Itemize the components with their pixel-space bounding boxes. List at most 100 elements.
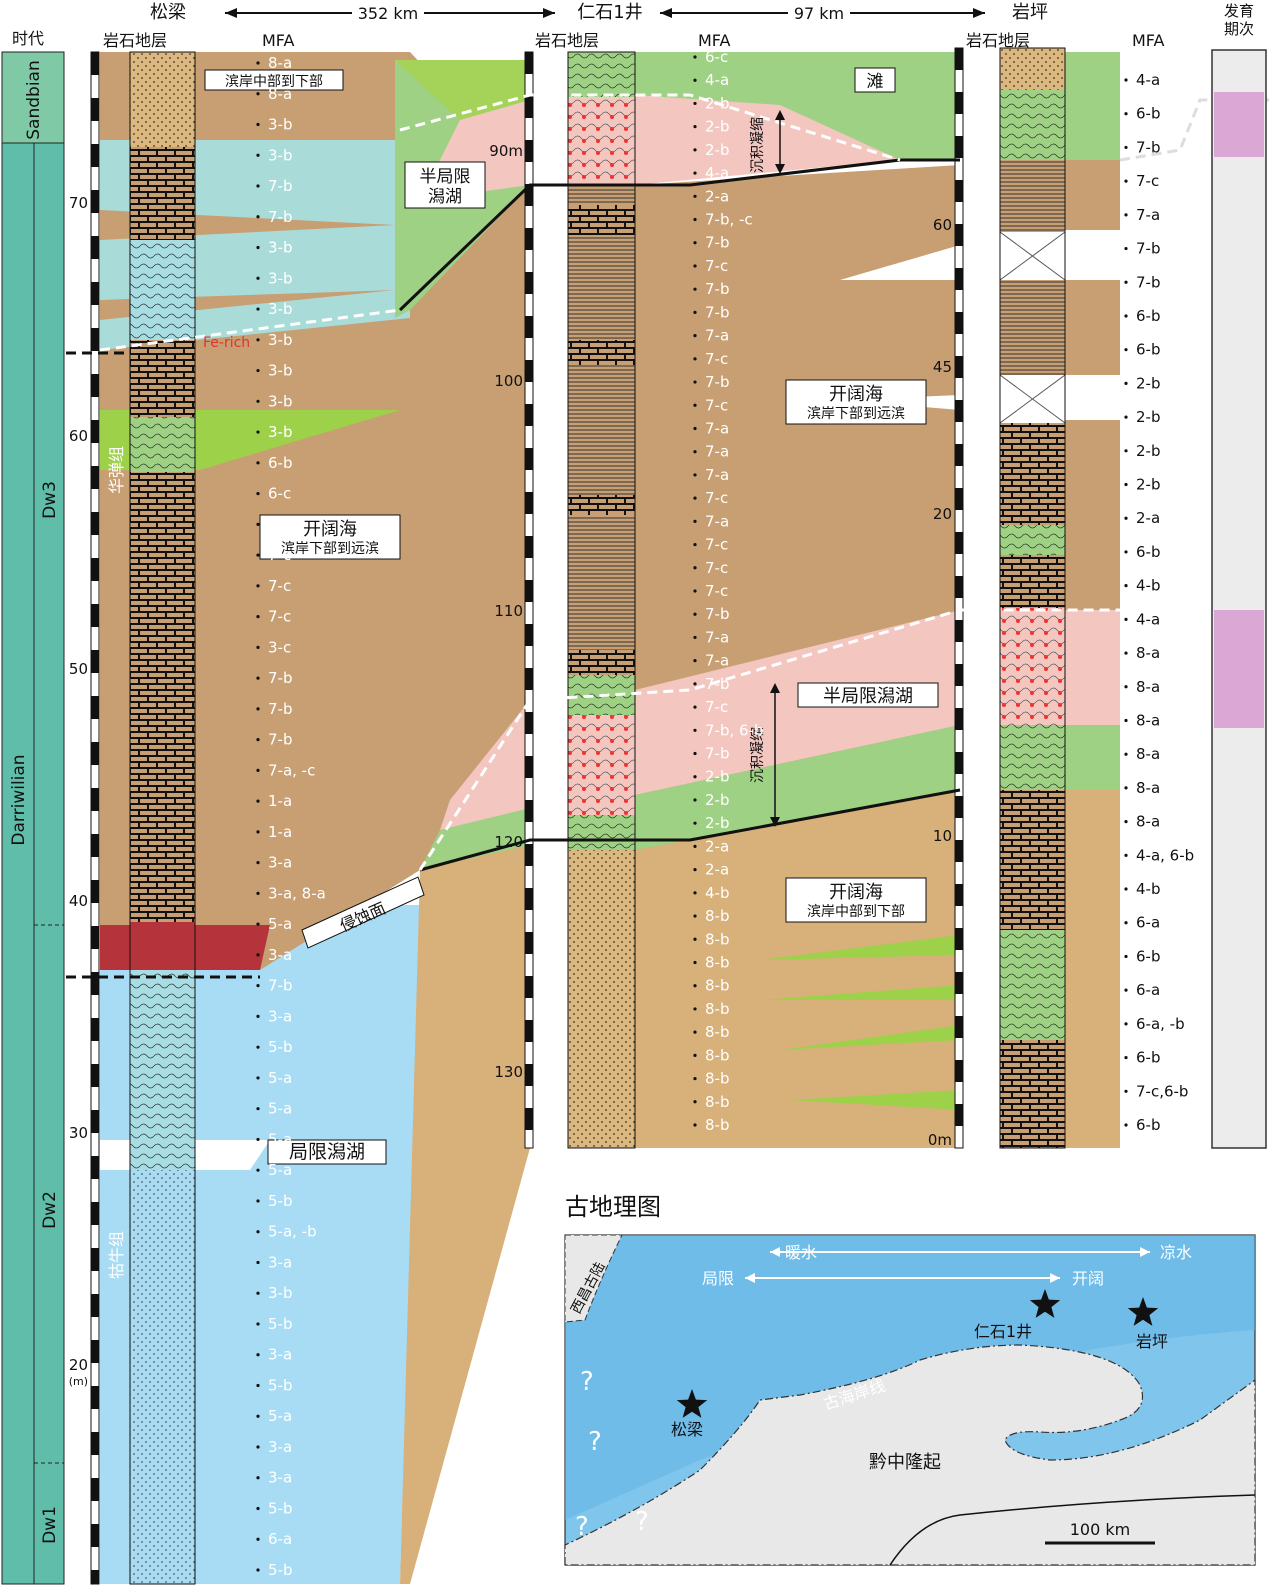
env-open-sea-3: 开阔海 (829, 882, 883, 903)
mfa-label: 3-b (268, 423, 292, 441)
ruler-segment (525, 976, 533, 998)
env-shore-mid-lower: 滨岸中部到下部 (225, 74, 323, 90)
mfa-label: 8-a (268, 54, 292, 72)
depth-tick-label: 40 (69, 892, 88, 910)
mfa-dot (693, 821, 697, 825)
mfa-label: 5-a (268, 1407, 292, 1425)
ruler-segment (525, 1108, 533, 1130)
mfa-dot (256, 153, 260, 157)
mfa-dot (693, 960, 697, 965)
mfa-label: 5-a (268, 1100, 292, 1118)
mfa-label: 7-c (705, 489, 728, 507)
map-renshi: 仁石1井 (974, 1322, 1032, 1341)
ruler-segment (955, 708, 963, 730)
mfa-dot (256, 1414, 260, 1418)
mfa-label: 7-b (1136, 240, 1160, 258)
ruler-segment (91, 420, 99, 443)
ruler-segment (955, 400, 963, 422)
mfa-label: 5-a (268, 915, 292, 933)
map-songliang: 松梁 (671, 1420, 703, 1439)
ruler-segment (91, 558, 99, 581)
mfa-dot (1124, 584, 1128, 588)
ruler-segment (525, 360, 533, 382)
depth-tick-label: 30 (69, 1124, 88, 1142)
mfa-label: 8-b (705, 1000, 729, 1018)
lith-header-rs: 岩石地层 (535, 31, 599, 50)
ruler-segment (91, 282, 99, 305)
mfa-label: 6-b (1136, 105, 1160, 123)
mfa-dot (1124, 954, 1128, 959)
mfa-dot (693, 55, 697, 59)
mfa-label: 4-a (1136, 71, 1160, 89)
ruler-segment (91, 1570, 99, 1584)
mfa-dot (1124, 786, 1128, 790)
ruler-segment (91, 880, 99, 903)
env-open-sea-2-sub: 滨岸下部到远滨 (807, 406, 905, 422)
ruler-segment (91, 834, 99, 857)
ruler-segment (91, 742, 99, 765)
map-yanping: 岩坪 (1136, 1332, 1168, 1351)
header-text: 时代 松梁 仁石1井 岩坪 352 km 97 km 岩石地层 MFA 岩石地层… (12, 2, 1254, 50)
mfa-dot (693, 148, 697, 152)
mfa-dot (256, 645, 260, 649)
mfa-label: 3-a (268, 1469, 292, 1487)
mfa-dot (256, 1168, 260, 1172)
mfa-dot (256, 984, 260, 988)
env-boxes (204, 67, 939, 1165)
ruler-segment (91, 788, 99, 811)
ruler-segment (91, 236, 99, 259)
env-open-sea-2: 开阔海 (829, 384, 883, 405)
mfa-label: 7-a (705, 443, 729, 461)
ruler-segment (525, 800, 533, 822)
mfa-dot (693, 473, 697, 477)
mfa-dot (256, 491, 260, 496)
ruler-segment (525, 580, 533, 602)
mfa-label: 2-b (1136, 374, 1160, 392)
mfa-dot (693, 101, 697, 106)
ruler-segment (91, 1340, 99, 1363)
mfa-dot (256, 1107, 260, 1111)
mfa-dot (256, 215, 260, 219)
mfa-dot (256, 1014, 260, 1019)
mfa-label: 7-a, -c (268, 761, 315, 779)
depth-tick-label: 100 (494, 372, 523, 390)
mfa-label: 6-b (1136, 947, 1160, 965)
mfa-dot (256, 307, 260, 311)
mfa-dot (693, 775, 697, 779)
map-restricted: 局限 (702, 1269, 734, 1288)
formation-baota-yp: 宝塔组 (973, 81, 992, 129)
formation-huanghuachang: 华弹组 (107, 446, 126, 494)
yanping-star-icon (1127, 1297, 1159, 1326)
formation-guniu: 牯牛组 (107, 1231, 126, 1279)
ruler-segment (955, 972, 963, 994)
mfa-label: 8-a (1136, 779, 1160, 797)
depth-tick-label: 70 (69, 194, 88, 212)
mfa-label: 6-a (1136, 914, 1160, 932)
mfa-dot (256, 553, 260, 557)
map-open: 开阔 (1072, 1269, 1104, 1288)
mfa-label: 7-b, -c (705, 211, 753, 229)
mfa-label: 3-b (268, 239, 292, 257)
mfa-dot (693, 194, 697, 198)
mfa-label: 8-b (705, 930, 729, 948)
mfa-label: 8-b (705, 1070, 729, 1088)
mfa-label: 3-b (268, 362, 292, 380)
mfa-label: 8-a (1136, 745, 1160, 763)
mfa-dot (256, 1322, 260, 1326)
condensed-arrows (770, 110, 785, 827)
stage-column (1, 51, 65, 1585)
mfa-dot (1124, 887, 1128, 891)
mfa-label: 1-a (268, 823, 292, 841)
ruler-segment (525, 712, 533, 734)
mfa-label: 2-b (705, 94, 729, 112)
stage-labels: Sandbian Darriwilian Dw3 Dw2 Dw1 (9, 60, 60, 1544)
mfa-label: 4-b (1136, 577, 1160, 595)
mfa-dot (1124, 246, 1128, 251)
mfa-dot (256, 707, 260, 711)
mfa-dot (693, 426, 697, 431)
mfa-dot (693, 241, 697, 245)
depth-ruler-renshi (524, 51, 534, 1149)
